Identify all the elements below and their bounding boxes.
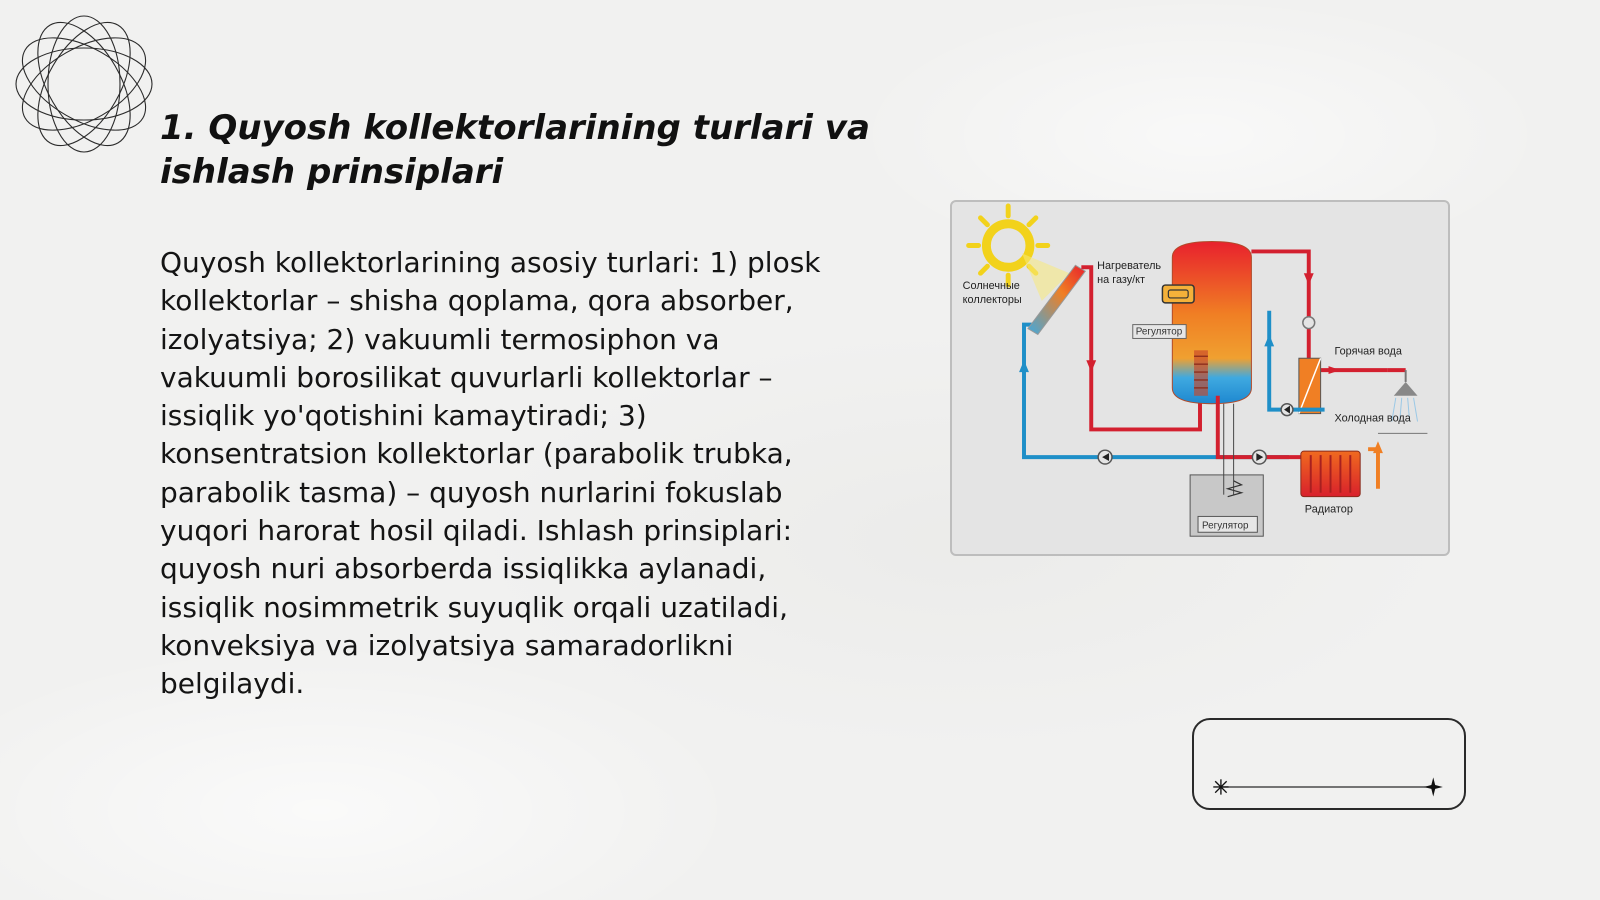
diagram-label-radiator: Радиатор	[1305, 503, 1353, 515]
interlaced-circles-icon	[12, 12, 156, 156]
diagram-label-regulator-top: Регулятор	[1136, 326, 1183, 337]
sun-icon	[966, 203, 1070, 301]
diagram-label-collectors-1: Солнечные	[963, 280, 1020, 292]
diagram-label-heater-2: на газу/кт	[1097, 274, 1145, 286]
shower-icon	[1377, 368, 1428, 434]
storage-tank	[1161, 241, 1252, 405]
slide-title: 1. Quyosh kollektorlarining turlari va i…	[160, 108, 870, 192]
diagram-label-hot-water: Горячая вода	[1334, 345, 1402, 357]
starburst-icon	[1213, 779, 1229, 795]
radiator-icon	[1300, 450, 1361, 498]
diagram-label-heater-1: Нагреватель	[1097, 260, 1161, 272]
solar-heating-diagram: Солнечные коллекторы Нагреватель на газу…	[950, 200, 1450, 556]
diagram-label-regulator-bottom: Регулятор	[1202, 520, 1249, 531]
solar-collector	[1027, 264, 1087, 336]
regulator-box	[1189, 403, 1264, 537]
slide-body-text: Quyosh kollektorlarining asosiy turlari:…	[160, 246, 821, 701]
sparkle-icon	[1423, 777, 1443, 797]
decorative-callout-box	[1192, 718, 1466, 810]
diagram-label-collectors-2: коллекторы	[963, 294, 1022, 306]
diagram-label-cold-water: Холодная вода	[1334, 413, 1411, 425]
